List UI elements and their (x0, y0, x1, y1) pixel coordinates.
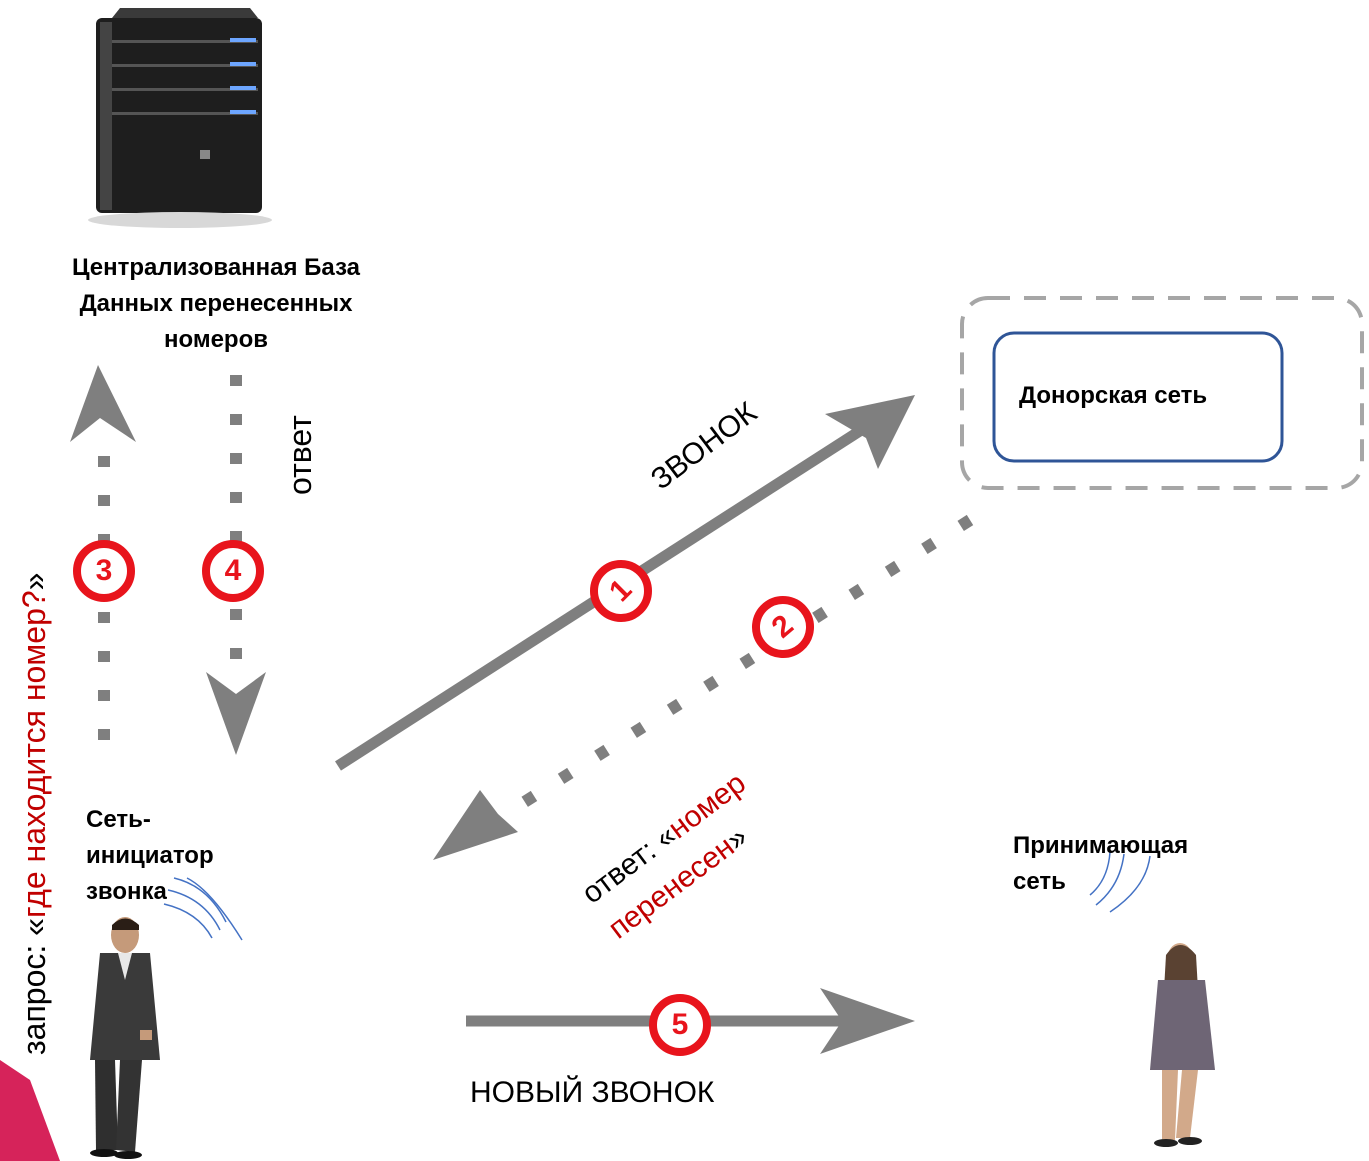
query-prefix: запрос: « (16, 918, 52, 1055)
step-3-badge: 3 (73, 540, 135, 602)
server-icon (88, 8, 272, 228)
reply-label: ответ (282, 415, 318, 495)
reply-arrow (206, 375, 266, 755)
query-arrow (70, 365, 136, 740)
donor-network-dashed-box (960, 296, 1364, 490)
signal-icon (1089, 851, 1151, 913)
query-label: запрос: «где находится номер?» (10, 495, 58, 1055)
initiator-network-label: Сеть-инициатор звонка (86, 806, 214, 905)
query-suffix: » (16, 572, 52, 591)
donor-network-box (992, 331, 1284, 463)
corner-decoration (0, 1060, 60, 1161)
query-highlight: где находится номер? (16, 590, 52, 919)
database-label: Централизованная База Данных перенесенны… (71, 254, 361, 353)
new-call-label: НОВЫЙ ЗВОНОК (470, 1076, 715, 1109)
donor-network-label: Донорская сеть (1019, 382, 1208, 409)
response-arrow (433, 514, 974, 860)
step-5-badge: 5 (649, 994, 711, 1056)
receiver-network-label: Принимающая сеть (1013, 832, 1189, 895)
signal-icon (163, 877, 243, 941)
step-4-badge: 4 (202, 540, 264, 602)
receiver-person-icon (1150, 943, 1215, 1147)
caller-person-icon (90, 917, 160, 1159)
